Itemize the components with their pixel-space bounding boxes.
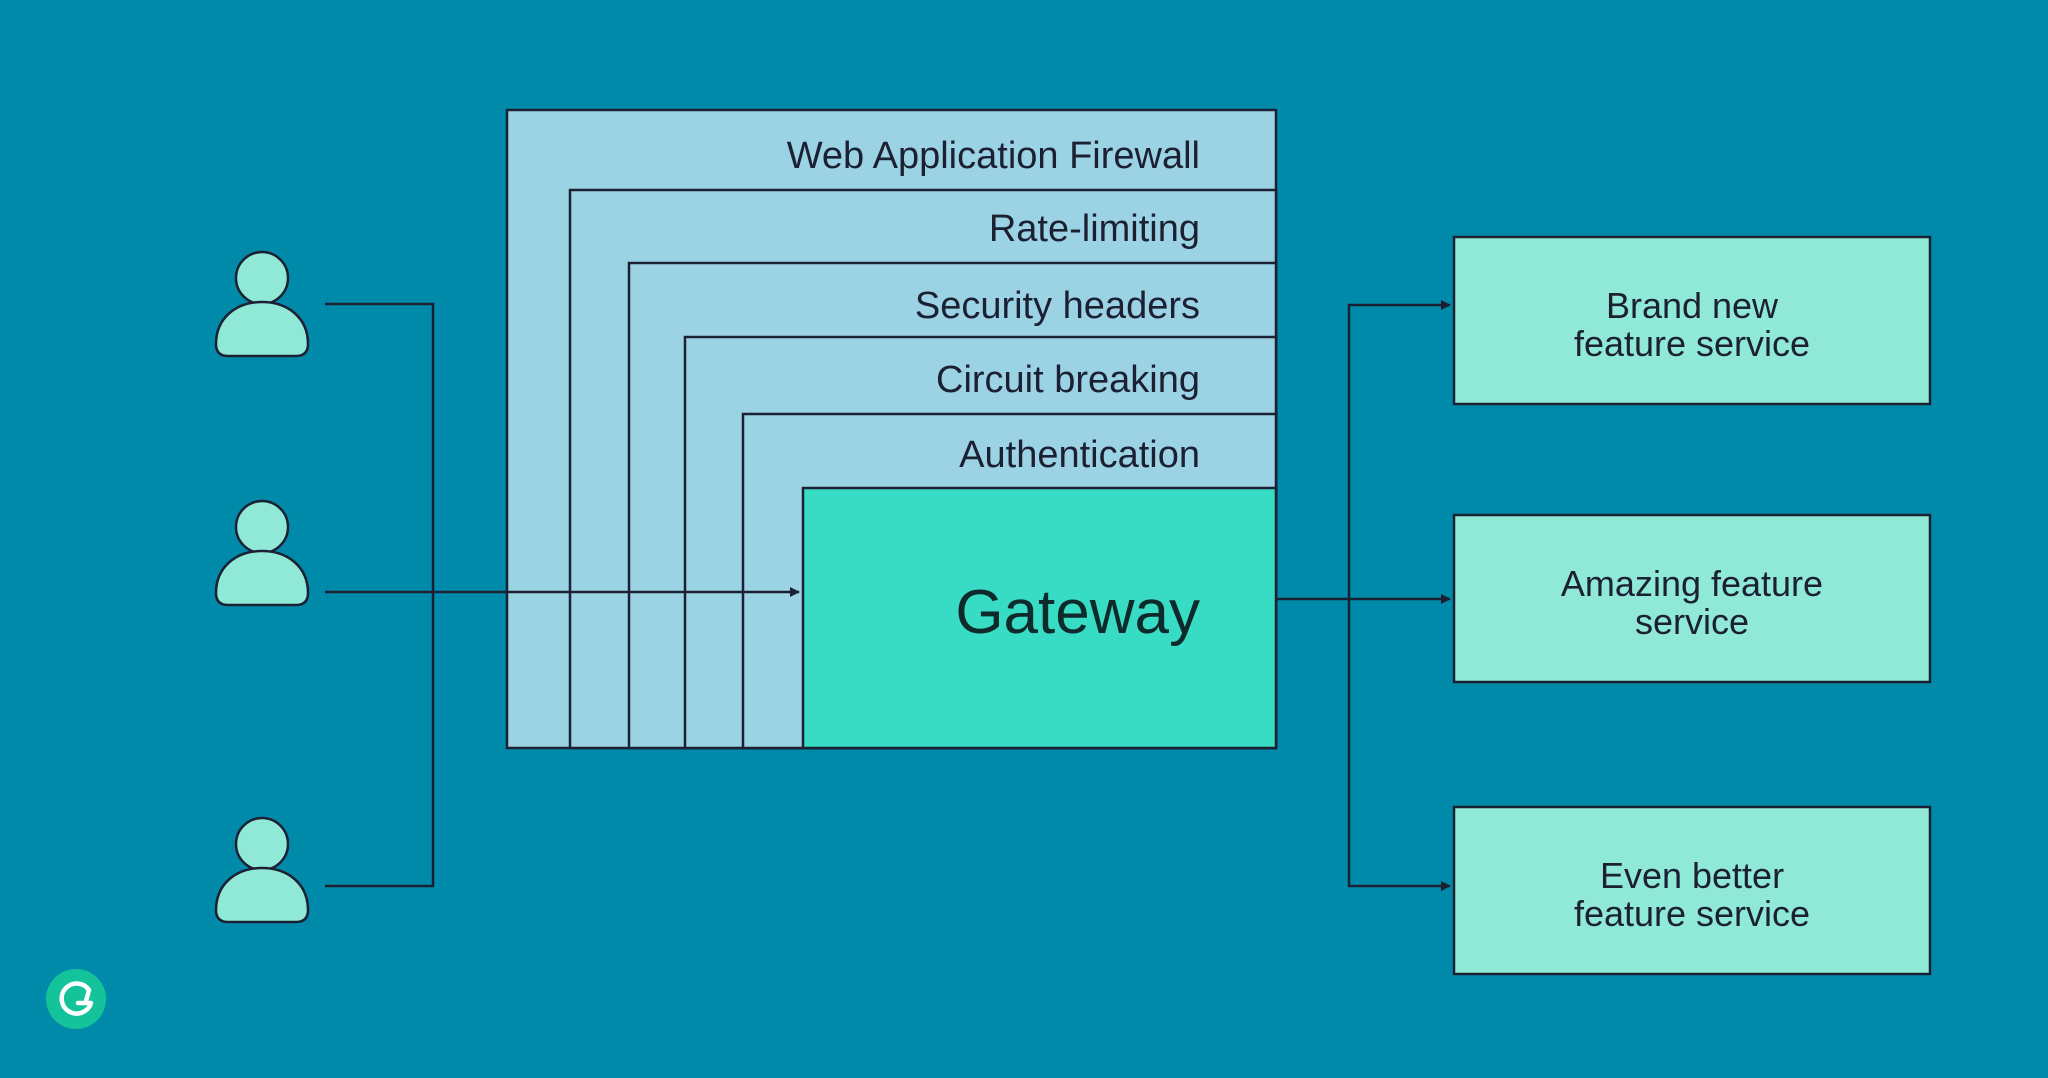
user-icon (214, 499, 310, 607)
service-label-line1: Brand new (1606, 285, 1779, 326)
connector-user-top (325, 302, 435, 592)
service-label-line2: feature service (1574, 893, 1810, 934)
grammarly-logo-icon (46, 969, 106, 1029)
services-group: Brand new feature service Amazing featur… (1452, 235, 1932, 976)
service-box-even-better: Even better feature service (1452, 805, 1932, 976)
layer-stack: Web Application Firewall Rate-limiting S… (505, 108, 1278, 750)
connector-service-bottom (1347, 599, 1451, 891)
layer-label-waf: Web Application Firewall (787, 135, 1200, 177)
layer-label-rate-limiting: Rate-limiting (989, 208, 1200, 250)
connector-user-bottom (325, 592, 435, 888)
users-group (214, 250, 310, 924)
service-label-line1: Even better (1600, 855, 1784, 896)
gateway-box (801, 486, 1278, 750)
connector-service-top (1347, 300, 1451, 599)
service-label-line1: Amazing feature (1561, 563, 1823, 604)
service-box-amazing: Amazing feature service (1452, 513, 1932, 684)
user-connectors (325, 302, 800, 888)
gateway-label: Gateway (955, 578, 1200, 647)
user-icon (214, 250, 310, 358)
layer-label-circuit-breaking: Circuit breaking (936, 359, 1200, 401)
layer-label-authentication: Authentication (959, 434, 1200, 476)
service-box-brand-new: Brand new feature service (1452, 235, 1932, 406)
service-connectors (1276, 300, 1451, 891)
service-label-line2: service (1635, 601, 1749, 642)
layer-label-security-headers: Security headers (915, 285, 1200, 327)
service-label-line2: feature service (1574, 323, 1810, 364)
user-icon (214, 816, 310, 924)
